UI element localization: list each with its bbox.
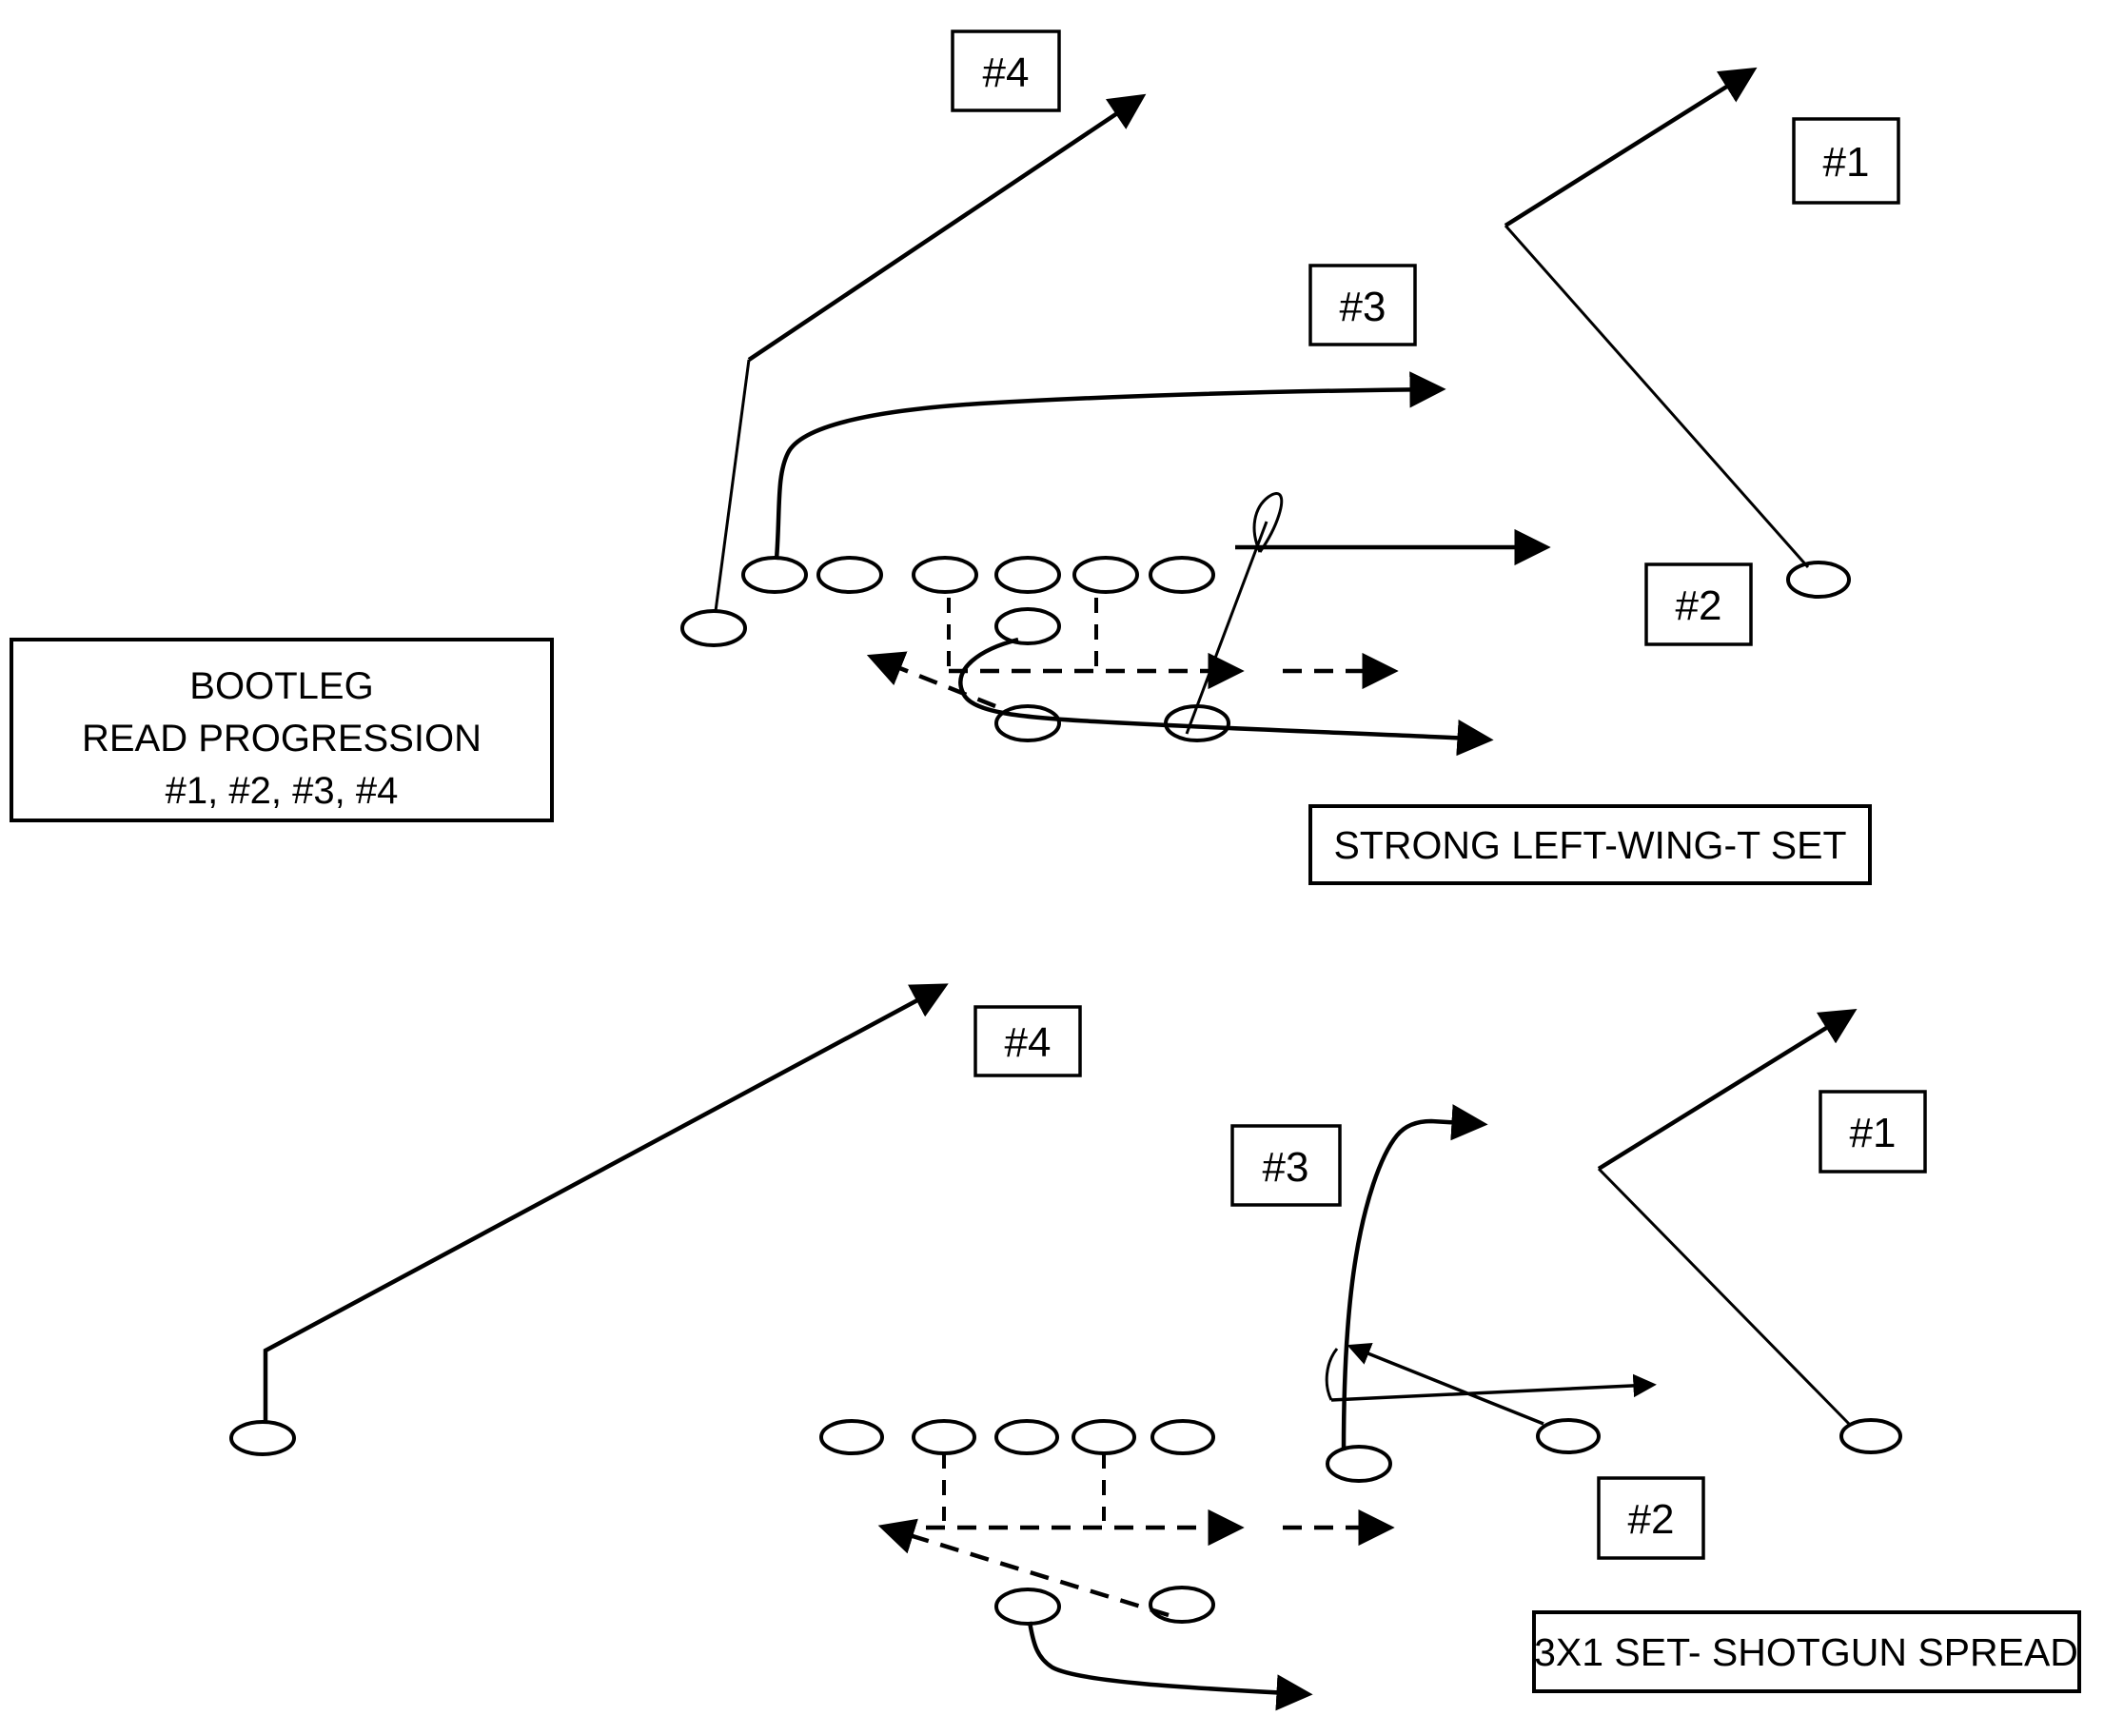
route-cross-break-arc [1325,1348,1339,1401]
label-box [1819,1090,1927,1174]
label-text: #1 [1850,1110,1897,1156]
label-text: #3 [1340,284,1386,330]
route-qb-swing-arrow [1027,1621,1313,1711]
read-label-1-bottom: #1 [1819,1090,1927,1174]
top-play-title: STRONG LEFT-WING-T SET [1308,804,1872,885]
player-split-end-right [1786,561,1851,599]
label-text: #4 [983,49,1030,96]
player-lineman [1072,556,1139,594]
player-lineman [912,556,978,594]
player-center [994,1419,1059,1455]
label-box [1792,117,1900,205]
read-label-2-top: #2 [1644,562,1753,646]
note-line-1: BOOTLEG [189,665,373,707]
label-text: #2 [1628,1496,1675,1543]
player-tight-end-left [741,556,808,594]
top-play-diagram: #4 #1 #3 #2 STRONG LEFT-WING-T SET [680,30,1900,885]
player-wingback-left [680,609,747,647]
route-4-stem [714,359,751,612]
label-box [973,1005,1082,1077]
player-lineman [1150,1419,1215,1455]
player-quarterback [994,607,1061,645]
note-box [10,638,554,822]
title-box [1532,1610,2081,1693]
title-text: 3X1 SET- SHOTGUN SPREAD [1534,1630,2078,1674]
title-text: STRONG LEFT-WING-T SET [1333,823,1846,867]
route-1-arrow [1504,67,1758,227]
player-wide-receiver-right [1839,1418,1902,1454]
player-trips-inner [1326,1445,1392,1483]
route-1-stem-bottom [1597,1167,1851,1426]
player-trips-middle [1536,1418,1601,1454]
player-lineman [1072,1419,1136,1455]
route-cross-inward-arrow [1347,1342,1544,1426]
read-label-4-top: #4 [951,30,1061,112]
bottom-play-title: 3X1 SET- SHOTGUN SPREAD [1532,1610,2081,1693]
label-text: #3 [1263,1144,1309,1191]
label-text: #1 [1823,139,1870,186]
route-3-arrow-bottom [1341,1104,1488,1451]
read-label-1-top: #1 [1792,117,1900,205]
title-box [1308,804,1872,885]
player-center [994,556,1061,594]
read-label-4-bottom: #4 [973,1005,1082,1077]
note-line-2: READ PROGRESSION [82,718,482,760]
player-lineman [819,1419,884,1455]
route-cross-outward-arrow [1330,1373,1657,1402]
label-box [951,30,1061,112]
player-split-end-left [229,1420,296,1456]
read-label-3-bottom: #3 [1230,1124,1342,1207]
player-quarterback-shotgun [994,1588,1061,1626]
read-progression-note: BOOTLEG READ PROGRESSION #1, #2, #3, #4 [10,638,554,822]
qb-bootleg-dash-left-bottom [877,1518,1170,1618]
note-line-3: #1, #2, #3, #4 [166,770,399,812]
read-label-3-top: #3 [1308,264,1417,346]
route-4-arrow [747,93,1147,362]
label-text: #2 [1676,582,1722,629]
route-1-arrow-bottom [1597,1008,1858,1171]
label-box [1308,264,1417,346]
player-lineman [1149,556,1215,594]
player-lineman [912,1419,976,1455]
route-4-arrow-bottom [263,983,949,1422]
route-2-break-loop [1252,492,1284,553]
qb-bootleg-dash-left [866,651,996,709]
route-3-arrow [774,371,1446,561]
route-2-stem [1185,521,1268,735]
player-running-back [1149,1586,1215,1624]
label-box [1230,1124,1342,1207]
label-text: #4 [1005,1019,1052,1066]
route-1-stem [1504,225,1810,568]
bottom-play-diagram: #4 #1 #3 #2 3X1 SET- SHOTGUN SPREAD [229,983,2081,1711]
label-box [1644,562,1753,646]
read-label-2-bottom: #2 [1597,1476,1705,1560]
label-box [1597,1476,1705,1560]
player-lineman [816,556,883,594]
player-right-back [1164,704,1230,742]
